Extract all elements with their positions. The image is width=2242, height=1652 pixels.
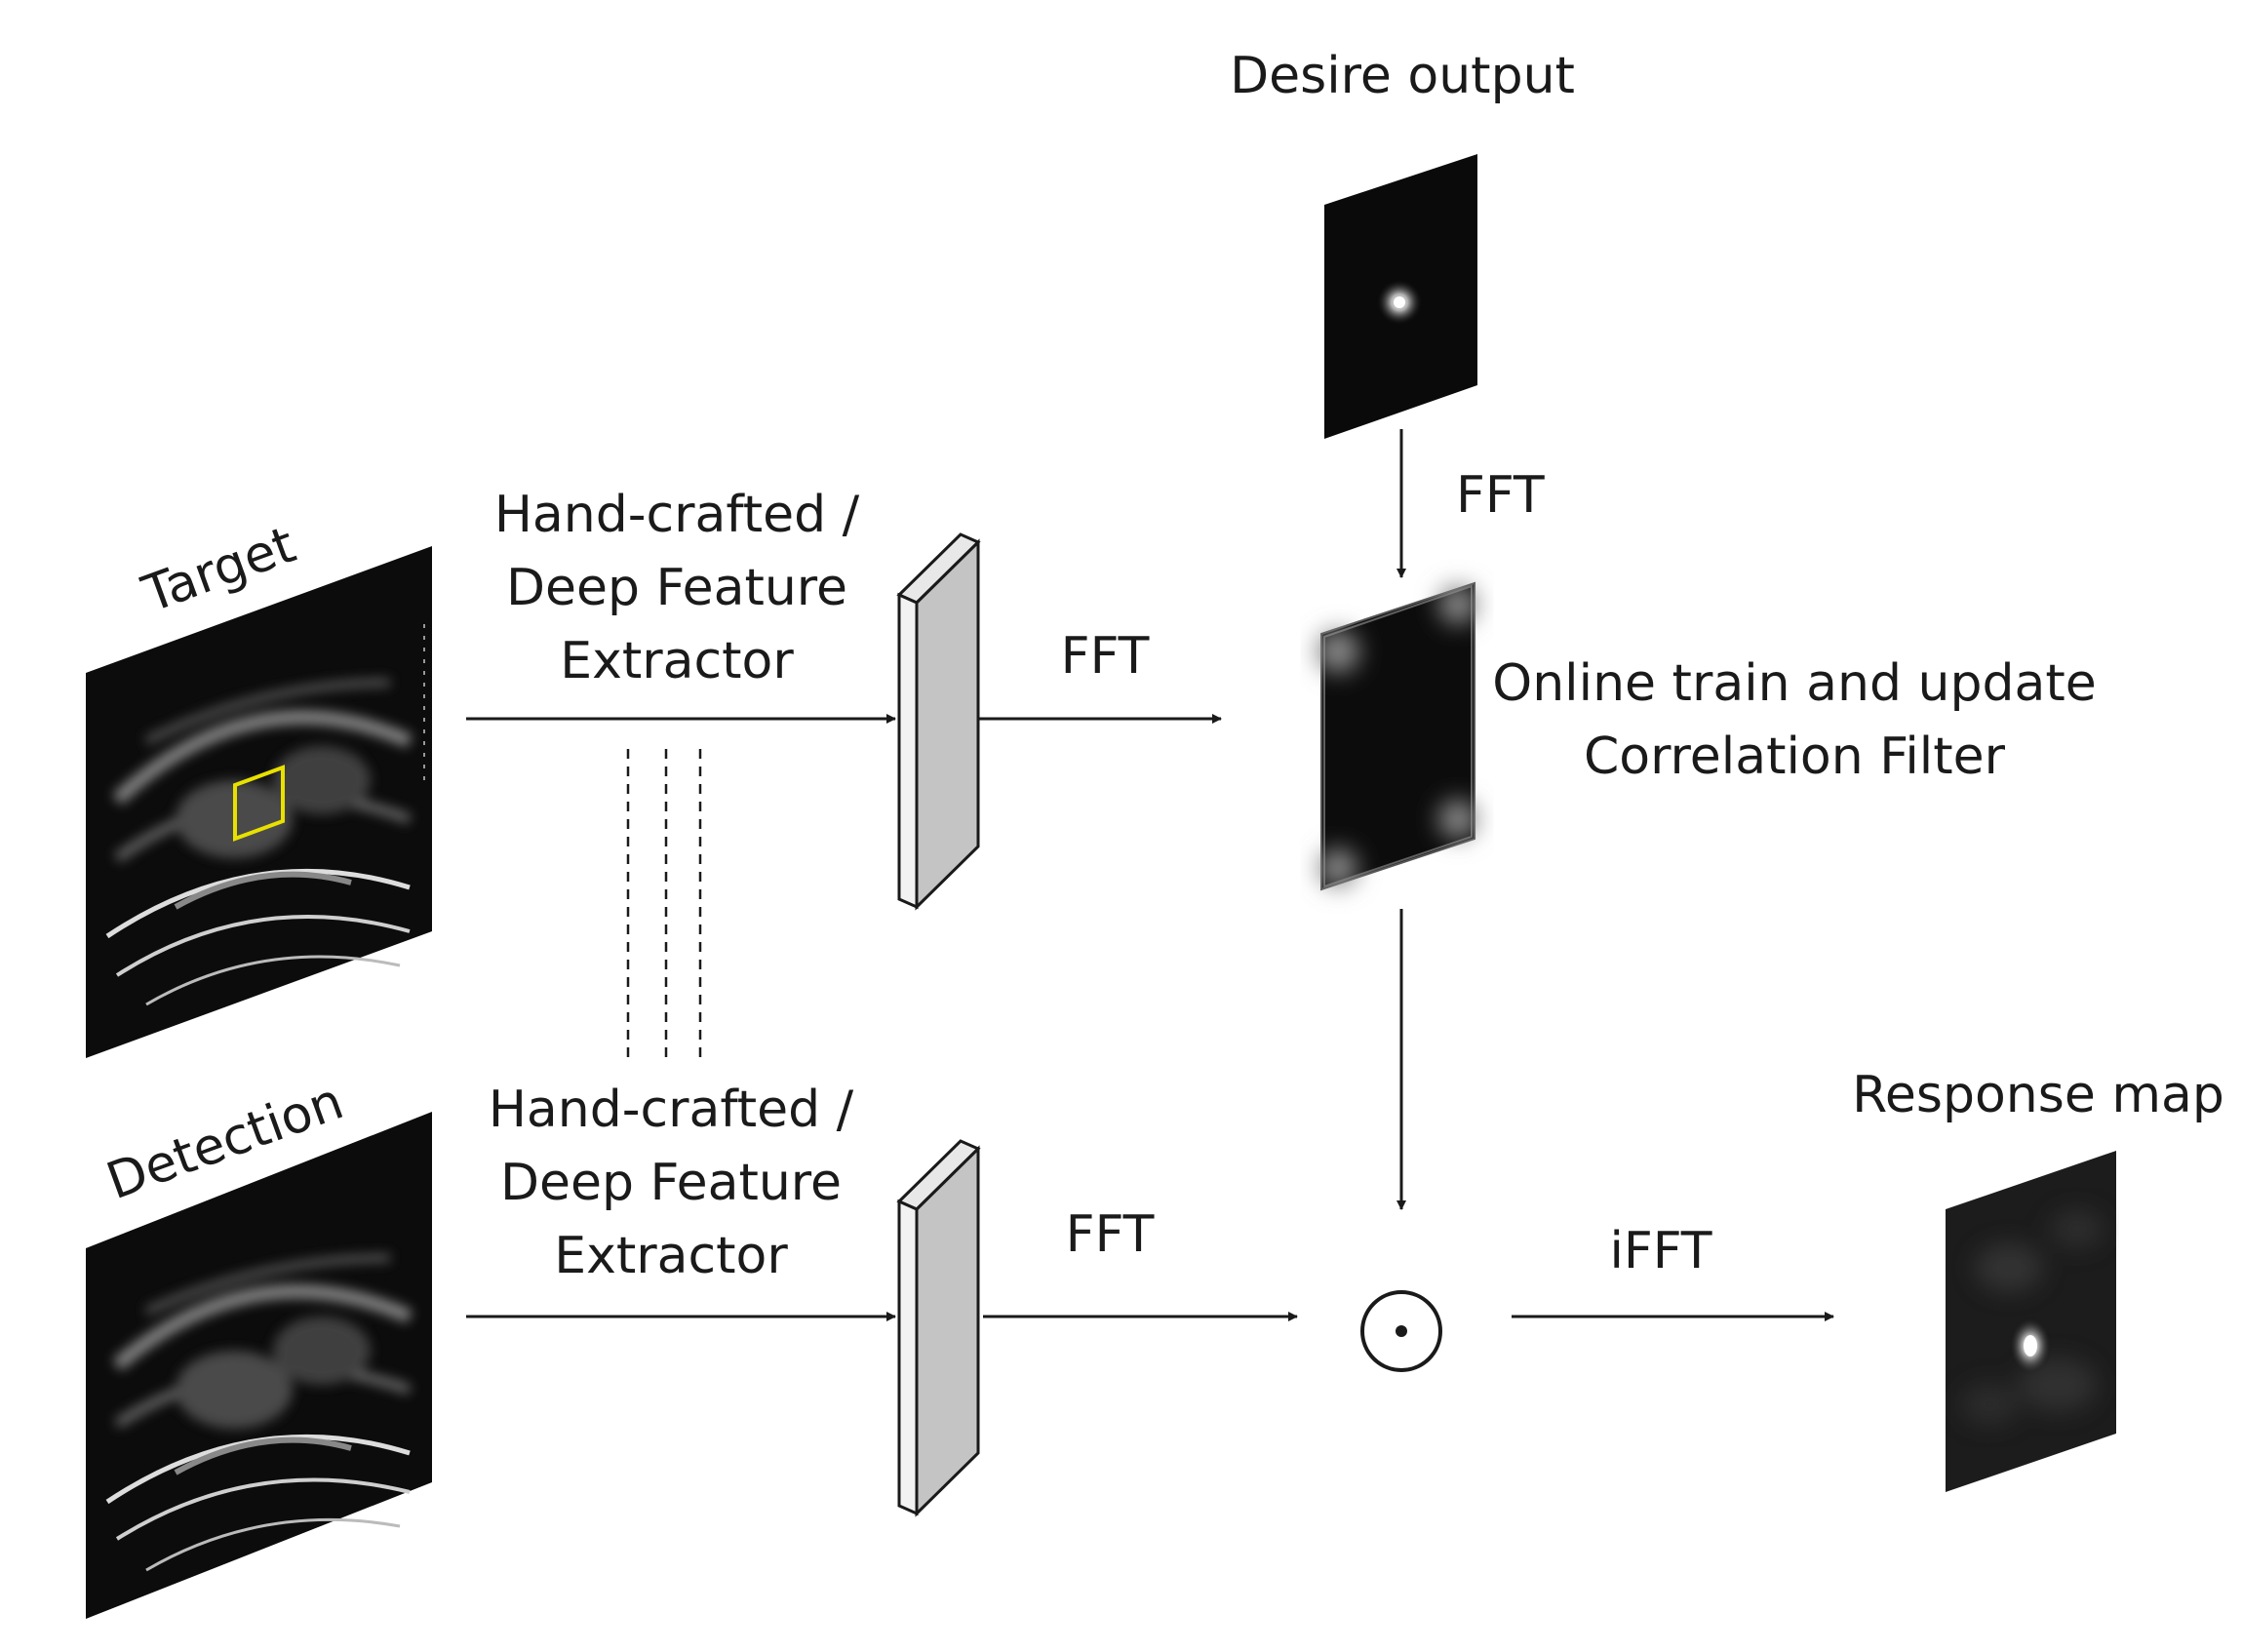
feature-map-top xyxy=(896,532,981,911)
fft-top-label: FFT xyxy=(1061,627,1150,686)
target-bounding-box xyxy=(233,765,285,842)
correlation-filter-image xyxy=(1317,581,1477,891)
shared-extractor-dashes xyxy=(626,749,702,1063)
target-image xyxy=(86,546,432,1058)
response-map-image xyxy=(1946,1151,2116,1492)
ifft-label: iFFT xyxy=(1609,1222,1711,1280)
extractor-bottom-line2: Deep Feature xyxy=(500,1154,842,1212)
desire-output-label: Desire output xyxy=(1230,47,1575,105)
detection-image xyxy=(86,1112,432,1619)
correlation-filter-line1: Online train and update xyxy=(1492,654,2096,713)
extractor-bottom-line3: Extractor xyxy=(554,1227,788,1285)
response-map-label: Response map xyxy=(1852,1066,2224,1124)
extractor-bottom-line1: Hand-crafted / xyxy=(489,1081,854,1139)
fft-desired-label: FFT xyxy=(1456,466,1545,525)
feature-map-bottom xyxy=(896,1139,981,1517)
desire-output-image xyxy=(1324,154,1477,439)
extractor-top-line3: Extractor xyxy=(560,632,794,690)
extractor-top-line2: Deep Feature xyxy=(506,559,847,617)
extractor-top-line1: Hand-crafted / xyxy=(494,486,860,544)
fft-bottom-label: FFT xyxy=(1066,1205,1155,1264)
elementwise-product-operator xyxy=(1360,1290,1442,1372)
correlation-filter-line2: Correlation Filter xyxy=(1584,728,2006,786)
